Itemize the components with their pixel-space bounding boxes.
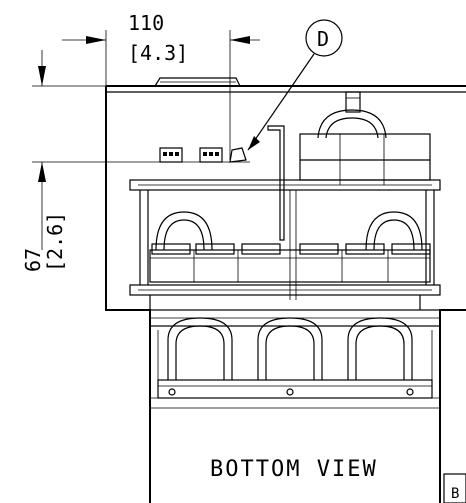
height-mm-label: 67 xyxy=(21,248,45,272)
frame xyxy=(129,179,441,310)
height-dimension: 67 [2.6] xyxy=(21,50,250,272)
housing-outline xyxy=(105,77,466,503)
width-dimension: 110 [4.3] xyxy=(62,11,260,160)
lower-body xyxy=(149,440,441,503)
edge-fragment-text: B xyxy=(451,486,459,502)
title-block-fragment: B xyxy=(443,473,466,503)
mounting-bar xyxy=(150,379,440,409)
width-in-label: [4.3] xyxy=(128,41,188,65)
view-title: BOTTOM VIEW xyxy=(210,457,378,482)
terminal-blocks xyxy=(159,147,247,163)
bottom-lugs xyxy=(149,309,441,380)
connector-row xyxy=(149,190,431,300)
middle-loops xyxy=(155,211,423,251)
callout-d-label: D xyxy=(317,27,329,51)
width-mm-label: 110 xyxy=(128,11,164,35)
height-in-label: [2.6] xyxy=(43,212,67,272)
upper-mechanism xyxy=(267,91,431,241)
callout-d: D xyxy=(247,19,343,151)
